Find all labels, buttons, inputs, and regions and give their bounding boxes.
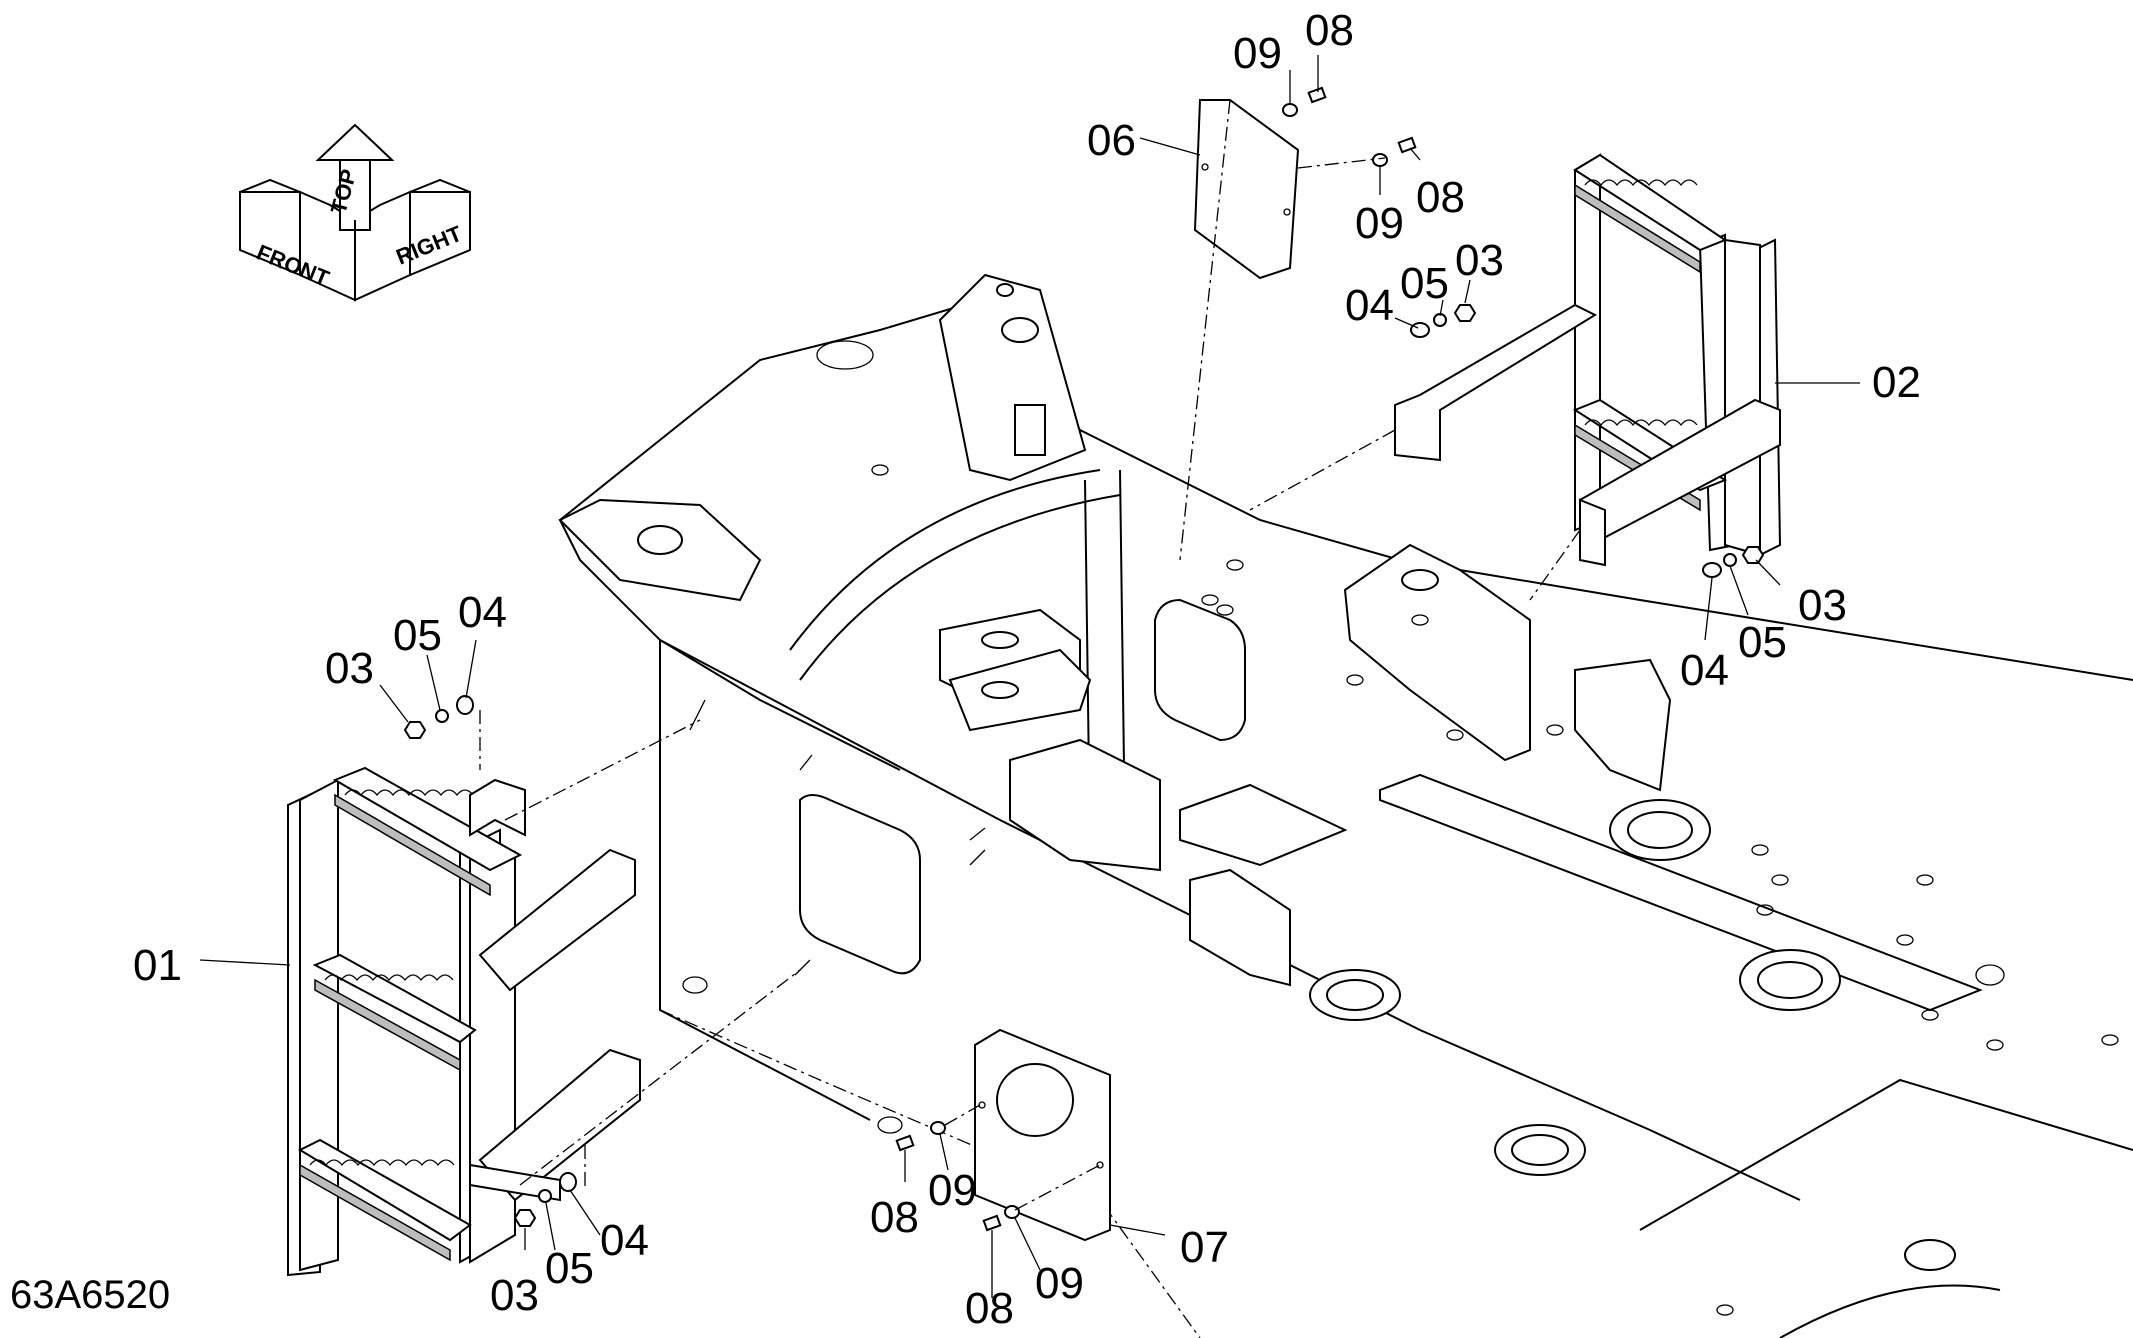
callout-03: 03	[325, 644, 374, 693]
callout-04: 04	[458, 588, 507, 637]
callout-labels: 01 02 03 03 03 03 04 04 04 04 05 05 05 0…	[133, 6, 1921, 1333]
callout-08: 08	[870, 1193, 919, 1242]
callout-02: 02	[1872, 358, 1921, 407]
orientation-indicator: FRONT RIGHT TOP	[239, 123, 471, 302]
callout-09: 09	[1233, 29, 1282, 78]
callout-03: 03	[1798, 581, 1847, 630]
callout-09: 09	[928, 1166, 977, 1215]
fasteners	[403, 86, 1765, 1232]
callout-08: 08	[1305, 6, 1354, 55]
callout-08: 08	[1416, 173, 1465, 222]
leader-lines	[199, 55, 1860, 1298]
callout-05: 05	[1400, 259, 1449, 308]
callout-03: 03	[1455, 236, 1504, 285]
callout-05: 05	[393, 611, 442, 660]
callout-06: 06	[1087, 116, 1136, 165]
step-ladder-02	[1394, 153, 1782, 567]
main-frame	[558, 273, 2133, 1338]
callout-04: 04	[600, 1216, 649, 1265]
cover-plate-07	[974, 1028, 1111, 1242]
callout-08: 08	[965, 1284, 1014, 1333]
cover-plate-06	[1193, 99, 1300, 280]
callout-01: 01	[133, 941, 182, 990]
callout-05: 05	[545, 1244, 594, 1293]
frame-bolts	[689, 699, 986, 976]
step-ladder-01	[287, 766, 641, 1277]
callout-04: 04	[1680, 646, 1729, 695]
callout-03: 03	[490, 1271, 539, 1320]
callout-09: 09	[1355, 199, 1404, 248]
callout-04: 04	[1345, 281, 1394, 330]
callout-07: 07	[1180, 1223, 1229, 1272]
callout-09: 09	[1035, 1259, 1084, 1308]
drawing-code: 63A6520	[10, 1273, 170, 1317]
callout-05: 05	[1738, 618, 1787, 667]
assembly-lines	[479, 99, 1581, 1211]
